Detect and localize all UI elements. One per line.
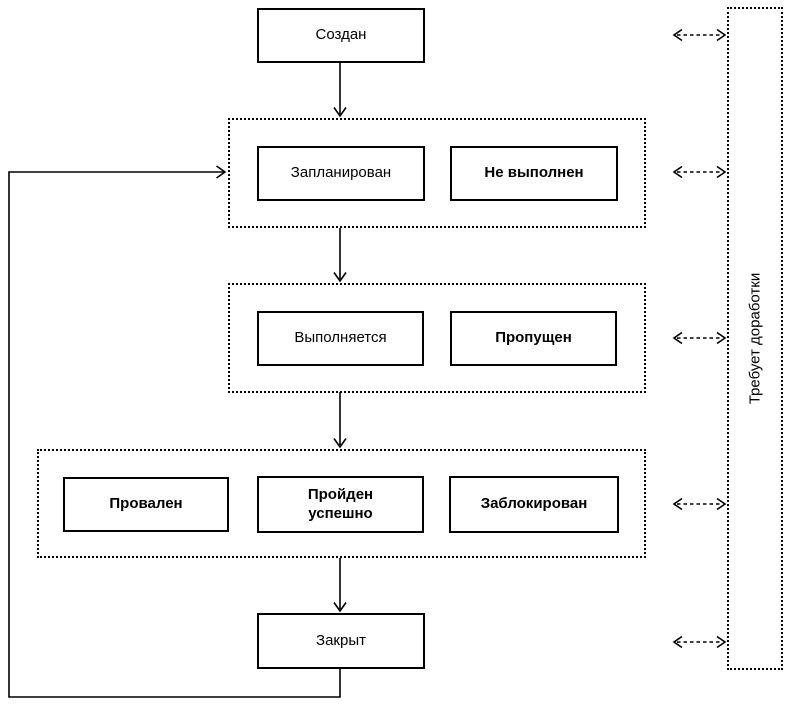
node-closed: Закрыт	[257, 613, 425, 669]
node-planned: Запланирован	[257, 146, 425, 201]
node-failed: Провален	[63, 477, 229, 532]
node-not-executed: Не выполнен	[450, 146, 618, 201]
group-results	[37, 449, 646, 558]
group-executing	[228, 283, 646, 393]
dashed-arrow-created-rework	[672, 28, 727, 42]
node-in-progress: Выполняется	[257, 311, 424, 366]
dashed-arrow-group2-rework	[672, 331, 727, 345]
node-created: Создан	[257, 8, 425, 63]
dashed-arrow-group1-rework	[672, 165, 727, 179]
arrowhead-down-4	[333, 602, 347, 613]
arrowhead-right-loop	[216, 165, 227, 179]
dashed-arrow-group3-rework	[672, 497, 727, 511]
dashed-arrow-closed-rework	[672, 635, 727, 649]
arrowhead-down-3	[333, 438, 347, 449]
node-skipped: Пропущен	[450, 311, 617, 366]
arrow-closed-loop-to-group1	[8, 171, 341, 698]
rework-label: Требует доработки	[746, 272, 764, 405]
arrowhead-down-1	[333, 107, 347, 118]
node-rework: Требует доработки	[727, 7, 783, 670]
node-passed: Пройден успешно	[257, 476, 424, 533]
node-blocked: Заблокирован	[449, 476, 619, 533]
arrowhead-down-2	[333, 272, 347, 283]
group-planned	[228, 118, 646, 228]
